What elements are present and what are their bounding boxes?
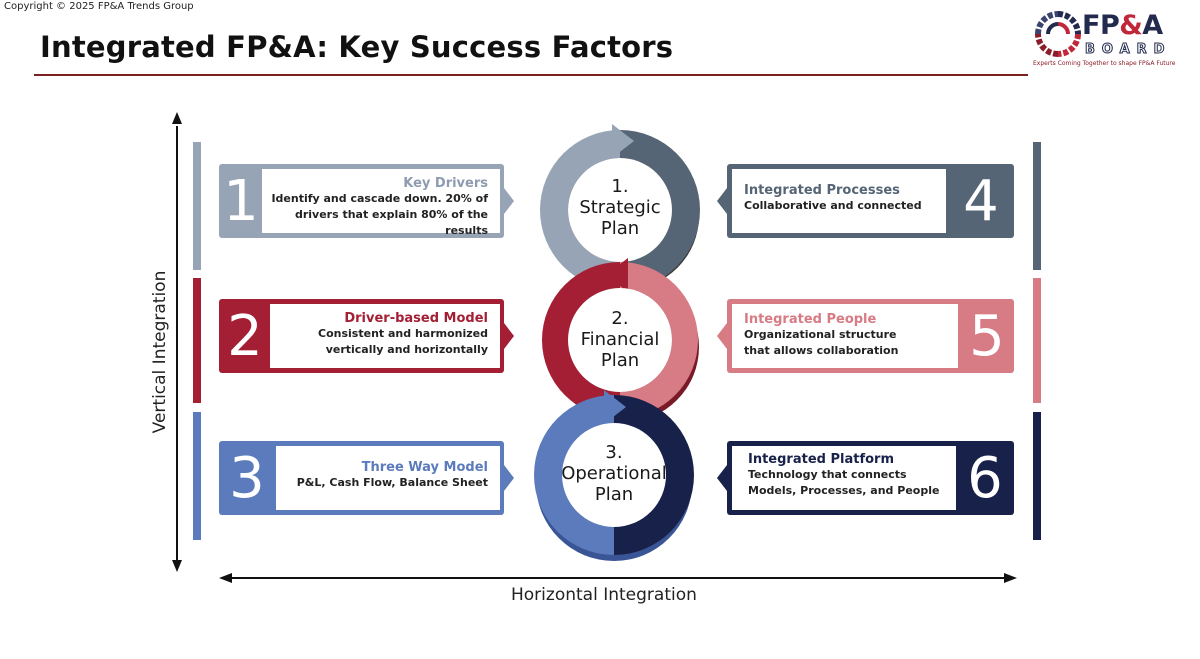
circle-2-line2: Plan [600, 350, 640, 371]
card-2-desc-line2: vertically and horizontally [325, 343, 488, 356]
card-3-number: 3 [229, 446, 265, 511]
right-bar-6 [1033, 412, 1041, 540]
circle-1-line2: Plan [600, 218, 640, 239]
logo-board-text: BOARD [1084, 42, 1172, 58]
card-5-desc-line2: that allows collaboration [744, 344, 899, 357]
operational-plan-ring [534, 390, 694, 561]
card-2-number: 2 [227, 304, 263, 369]
financial-plan-ring [542, 258, 699, 422]
card-1-title: Key Drivers [403, 176, 488, 191]
card-6-title: Integrated Platform [748, 452, 894, 467]
horizontal-integration-label: Horizontal Integration [511, 585, 697, 605]
card-6-desc-line1: Technology that connects [748, 468, 907, 481]
card-1-text: Key Drivers Identify and cascade down. 2… [265, 176, 488, 239]
page-title: Integrated FP&A: Key Success Factors [40, 30, 674, 64]
card-4-title: Integrated Processes [744, 183, 900, 198]
card-4-number: 4 [963, 169, 999, 234]
card-4-shape [717, 164, 1014, 238]
horizontal-axis-arrow-right [1004, 573, 1017, 583]
card-2-text: Driver-based Model Consistent and harmon… [272, 311, 488, 358]
card-3-text: Three Way Model P&L, Cash Flow, Balance … [278, 460, 488, 491]
card-5-shape [717, 299, 1014, 373]
title-divider [34, 74, 1028, 76]
vertical-integration-label: Vertical Integration [150, 270, 170, 434]
circle-3-line1: Operational [561, 463, 667, 484]
card-1-number: 1 [223, 169, 259, 234]
logo-globe-icon [1035, 11, 1081, 57]
card-2-desc-line1: Consistent and harmonized [318, 327, 488, 340]
card-3-shape [219, 441, 514, 515]
card-4-text: Integrated Processes Collaborative and c… [744, 183, 944, 214]
left-bar-3 [193, 412, 201, 540]
circle-1-label: 1. Strategic Plan [565, 176, 675, 239]
circle-3-label: 3. Operational Plan [544, 442, 684, 505]
strategic-plan-ring [540, 124, 700, 290]
card-5-title: Integrated People [744, 312, 877, 327]
left-bar-1 [193, 142, 201, 270]
card-1-desc-line1: Identify and cascade down. 20% of [271, 192, 488, 205]
circle-1-line1: Strategic [579, 197, 661, 218]
circle-2-number: 2. [611, 308, 629, 329]
left-bar-2 [193, 278, 201, 403]
vertical-axis-arrow-down [172, 560, 182, 572]
horizontal-axis-arrow-left [219, 573, 232, 583]
card-6-text: Integrated Platform Technology that conn… [748, 452, 956, 499]
card-2-title: Driver-based Model [344, 311, 488, 326]
card-1-shape [219, 164, 514, 238]
fpa-board-logo: FP&A BOARD Experts Coming Together to sh… [1030, 8, 1192, 70]
card-6-shape [717, 441, 1014, 515]
circle-1-number: 1. [611, 176, 629, 197]
circle-3-number: 3. [605, 442, 623, 463]
right-bar-5 [1033, 278, 1041, 403]
circle-2-line1: Financial [580, 329, 660, 350]
logo-tagline: Experts Coming Together to shape FP&A Fu… [1033, 60, 1176, 67]
logo-wordmark: FP&A [1082, 10, 1163, 41]
card-5-desc-line1: Organizational structure [744, 328, 897, 341]
circle-3-line2: Plan [594, 484, 634, 505]
card-5-text: Integrated People Organizational structu… [744, 312, 956, 359]
card-2-shape [219, 299, 514, 373]
card-3-desc-line1: P&L, Cash Flow, Balance Sheet [296, 476, 488, 489]
copyright-text: Copyright © 2025 FP&A Trends Group [4, 1, 194, 12]
right-bar-4 [1033, 142, 1041, 270]
card-1-desc-line2: drivers that explain 80% of the results [294, 208, 488, 237]
card-3-title: Three Way Model [361, 460, 488, 475]
card-6-desc-line2: Models, Processes, and People [748, 484, 940, 497]
card-4-desc-line1: Collaborative and connected [744, 199, 922, 212]
card-5-number: 5 [969, 304, 1005, 369]
circle-2-label: 2. Financial Plan [565, 308, 675, 371]
card-6-number: 6 [967, 446, 1003, 511]
vertical-axis-arrow-up [172, 112, 182, 124]
